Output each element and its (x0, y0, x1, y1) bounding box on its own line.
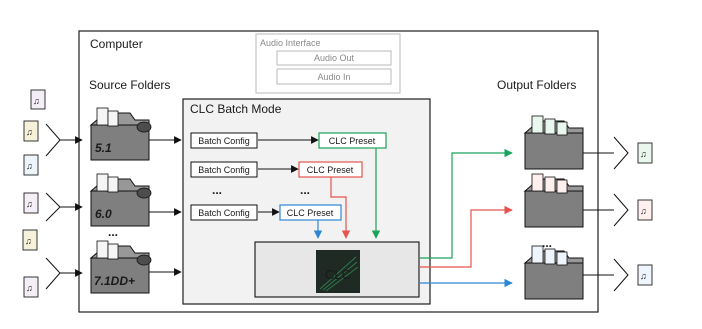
batch-ellipsis-right: ... (300, 183, 310, 197)
clc-preset-box-1 (318, 132, 387, 149)
output-folder-3 (523, 245, 584, 300)
output-bracket-2 (613, 193, 629, 227)
audio-interface-label: Audio Interface (260, 38, 321, 48)
clc-logo-lines (319, 256, 359, 292)
svg-text:♫: ♫ (26, 127, 33, 137)
output-folder-2 (523, 173, 584, 228)
source-folder-5-1: 5.1 (89, 107, 152, 161)
source-folder-ellipsis: ... (108, 225, 118, 239)
clc-logo-text: CLC (325, 267, 351, 282)
clc-preset-label-3: CLC Preset (287, 208, 334, 218)
batch-config-label-1: Batch Config (198, 136, 250, 146)
batch-config-label-3: Batch Config (198, 208, 250, 218)
red-output-arrow (419, 205, 513, 268)
source-folder-label-1: 5.1 (95, 141, 112, 155)
audio-in-label: Audio In (317, 72, 350, 82)
batch-config-label-2: Batch Config (198, 165, 250, 175)
audio-in-box (276, 68, 392, 85)
svg-text:♫: ♫ (26, 161, 33, 171)
output-bracket-3 (613, 258, 629, 292)
output-folders-label: Output Folders (497, 78, 576, 92)
batch-config-box-3 (190, 204, 258, 221)
clc-preset-label-2: CLC Preset (307, 165, 354, 175)
source-folder-7-1dd: 7.1DD+ (89, 240, 152, 294)
source-file-icons: ♫ ♫ ♫ ♫ ♫ ♫ (22, 89, 46, 298)
source-folder-label-3: 7.1DD+ (94, 274, 135, 288)
output-bracket-1 (613, 136, 629, 170)
clc-preset-box-3 (279, 204, 342, 221)
svg-text:♫: ♫ (640, 271, 647, 281)
audio-out-label: Audio Out (314, 53, 355, 63)
svg-text:♫: ♫ (26, 283, 33, 293)
batch-config-box-2 (190, 161, 258, 178)
output-folder-ellipsis: ... (542, 236, 552, 250)
output-file-icons: ♫ ♫ ♫ (637, 142, 653, 286)
input-bracket-3 (45, 257, 61, 290)
batch-config-box-1 (190, 132, 258, 149)
svg-text:♫: ♫ (640, 149, 647, 159)
batch-mode-label: CLC Batch Mode (190, 102, 282, 116)
output-folder-1 (523, 115, 584, 170)
source-folder-label-2: 6.0 (95, 207, 112, 221)
input-bracket-1 (45, 123, 61, 157)
svg-text:♫: ♫ (33, 96, 40, 106)
computer-label: Computer (90, 37, 143, 51)
source-folder-6-0: 6.0 (89, 173, 152, 227)
svg-text:♫: ♫ (25, 236, 32, 246)
clc-preset-label-1: CLC Preset (329, 136, 376, 146)
input-bracket-2 (45, 192, 61, 222)
audio-out-box (276, 50, 392, 66)
source-folders-label: Source Folders (89, 78, 170, 92)
svg-text:♫: ♫ (640, 206, 647, 216)
green-output-arrow (419, 148, 513, 259)
red-preset-to-clc-arrow (330, 177, 351, 239)
svg-text:♫: ♫ (26, 199, 33, 209)
batch-ellipsis-left: ... (212, 183, 222, 197)
